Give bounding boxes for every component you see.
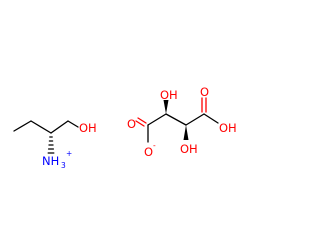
carboxylate-double-bond-a: [137, 117, 147, 124]
bond-ethyl-chain: [30, 120, 52, 134]
carboxylate-double-bond-b: [135, 120, 145, 127]
ammonium-charge: +: [66, 149, 72, 158]
bottom-hydroxyl-label: OH: [180, 142, 198, 156]
hashed-wedge-bond: [47, 136, 55, 154]
bond-c1-c2: [147, 113, 167, 126]
tartrate-fragment: O O - OH OH O OH: [127, 85, 237, 159]
hydroxyl-label: OH: [79, 121, 97, 135]
oxide-charge: -: [153, 141, 156, 150]
oxide-oxygen-label: O: [144, 145, 153, 159]
solid-wedge-bond-top: [163, 100, 169, 114]
solid-wedge-bond-bottom: [183, 125, 189, 140]
bond-c4-oh: [203, 113, 219, 124]
carbonyl-oxygen-label: O: [127, 117, 136, 131]
ammonium-subscript: 3: [61, 161, 66, 170]
top-hydroxyl-label: OH: [160, 88, 178, 102]
structure-canvas: OH NH 3 + O O - OH OH O OH: [13, 85, 237, 170]
aminobutanol-fragment: OH NH 3 +: [13, 120, 97, 170]
chemical-structure-drawing: OH NH 3 + O O - OH OH O OH: [13, 85, 237, 170]
bond-c-oh: [67, 120, 79, 128]
ammonium-label: NH: [42, 154, 59, 168]
acid-carbonyl-oxygen-label: O: [200, 85, 209, 99]
bond-ethyl-terminal: [13, 120, 32, 132]
bond-c3-c4: [185, 113, 205, 126]
acid-hydroxyl-label: OH: [219, 121, 237, 135]
bond-c2-c3: [165, 113, 187, 126]
bond-ch2: [50, 120, 69, 134]
